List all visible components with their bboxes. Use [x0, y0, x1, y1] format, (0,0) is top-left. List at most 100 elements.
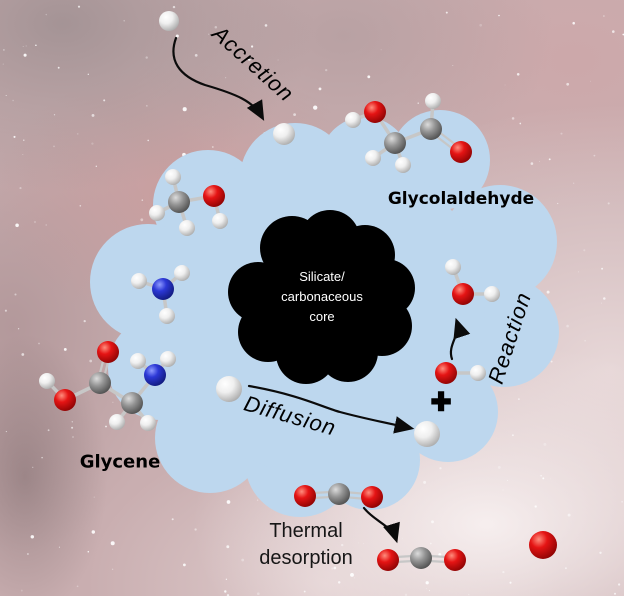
star — [22, 153, 24, 156]
star — [194, 528, 197, 531]
star — [91, 142, 94, 145]
star — [325, 68, 328, 72]
star — [14, 293, 17, 296]
star — [331, 567, 334, 570]
star — [516, 73, 520, 76]
star — [511, 117, 515, 120]
h-atom — [273, 123, 295, 145]
star — [105, 425, 107, 428]
star — [429, 542, 432, 545]
star — [614, 592, 616, 595]
star — [380, 49, 382, 51]
star — [445, 11, 448, 14]
star — [550, 360, 553, 363]
star — [573, 182, 575, 184]
o-atom — [452, 283, 474, 305]
star — [147, 139, 150, 142]
star — [33, 220, 37, 224]
star — [530, 162, 534, 165]
h-atom — [109, 414, 125, 430]
star — [72, 436, 74, 438]
h-atom — [395, 157, 411, 173]
star — [25, 45, 27, 47]
o-atom — [203, 185, 225, 207]
star — [194, 54, 198, 57]
h-atom — [130, 353, 146, 369]
star — [502, 489, 504, 491]
process-arrows — [172, 36, 471, 544]
c-atom — [410, 547, 432, 569]
star — [26, 552, 29, 556]
star — [354, 577, 355, 579]
star — [518, 398, 520, 400]
star — [543, 442, 547, 446]
star — [584, 340, 586, 342]
star — [225, 77, 227, 79]
o-atom — [529, 531, 557, 559]
star — [35, 44, 37, 46]
star — [89, 359, 93, 363]
glycene-label: Glycene — [79, 451, 161, 473]
star — [593, 154, 596, 157]
star — [175, 34, 179, 38]
oxygen-atom-desorbed-molecule — [529, 531, 557, 559]
star — [567, 513, 571, 517]
star — [3, 49, 5, 51]
o-atom — [361, 486, 383, 508]
star — [247, 58, 251, 61]
star — [93, 496, 96, 498]
star — [428, 589, 431, 592]
star — [320, 552, 322, 554]
star — [612, 30, 615, 33]
star — [256, 499, 259, 501]
star — [95, 165, 97, 167]
star — [303, 590, 306, 593]
star — [333, 566, 337, 570]
star — [497, 465, 501, 469]
star — [548, 158, 551, 161]
star — [20, 589, 23, 592]
star — [557, 202, 559, 205]
star — [21, 353, 25, 356]
h-atom — [414, 421, 440, 447]
star — [542, 477, 545, 480]
star — [337, 581, 341, 584]
star — [293, 113, 296, 116]
star — [77, 5, 81, 8]
star — [504, 84, 506, 86]
c-atom — [384, 132, 406, 154]
star — [45, 13, 48, 16]
h-atom — [445, 259, 461, 275]
thermal-desorption-arrow — [362, 506, 400, 544]
star — [141, 199, 144, 201]
star — [601, 302, 603, 304]
star — [58, 546, 60, 548]
star — [335, 553, 339, 557]
star — [277, 59, 279, 61]
star — [498, 14, 500, 17]
h-atom — [174, 265, 190, 281]
star — [589, 80, 591, 82]
glycolaldehyde-label: Glycolaldehyde — [387, 189, 535, 209]
star — [224, 590, 227, 593]
star — [425, 581, 429, 585]
star — [564, 567, 567, 570]
c-atom — [89, 372, 111, 394]
star — [140, 218, 144, 222]
star — [83, 319, 86, 323]
star — [123, 19, 125, 22]
star — [30, 535, 35, 539]
o-atom — [444, 549, 466, 571]
star — [358, 542, 359, 544]
star — [225, 578, 228, 580]
star — [4, 309, 7, 312]
star — [145, 56, 148, 59]
n-atom — [144, 364, 166, 386]
co2-desorbed-molecule — [377, 547, 466, 571]
star — [534, 505, 537, 508]
star — [226, 500, 231, 504]
core-lobe — [266, 240, 378, 352]
o-atom — [435, 362, 457, 384]
star — [76, 133, 79, 135]
star — [439, 467, 442, 470]
